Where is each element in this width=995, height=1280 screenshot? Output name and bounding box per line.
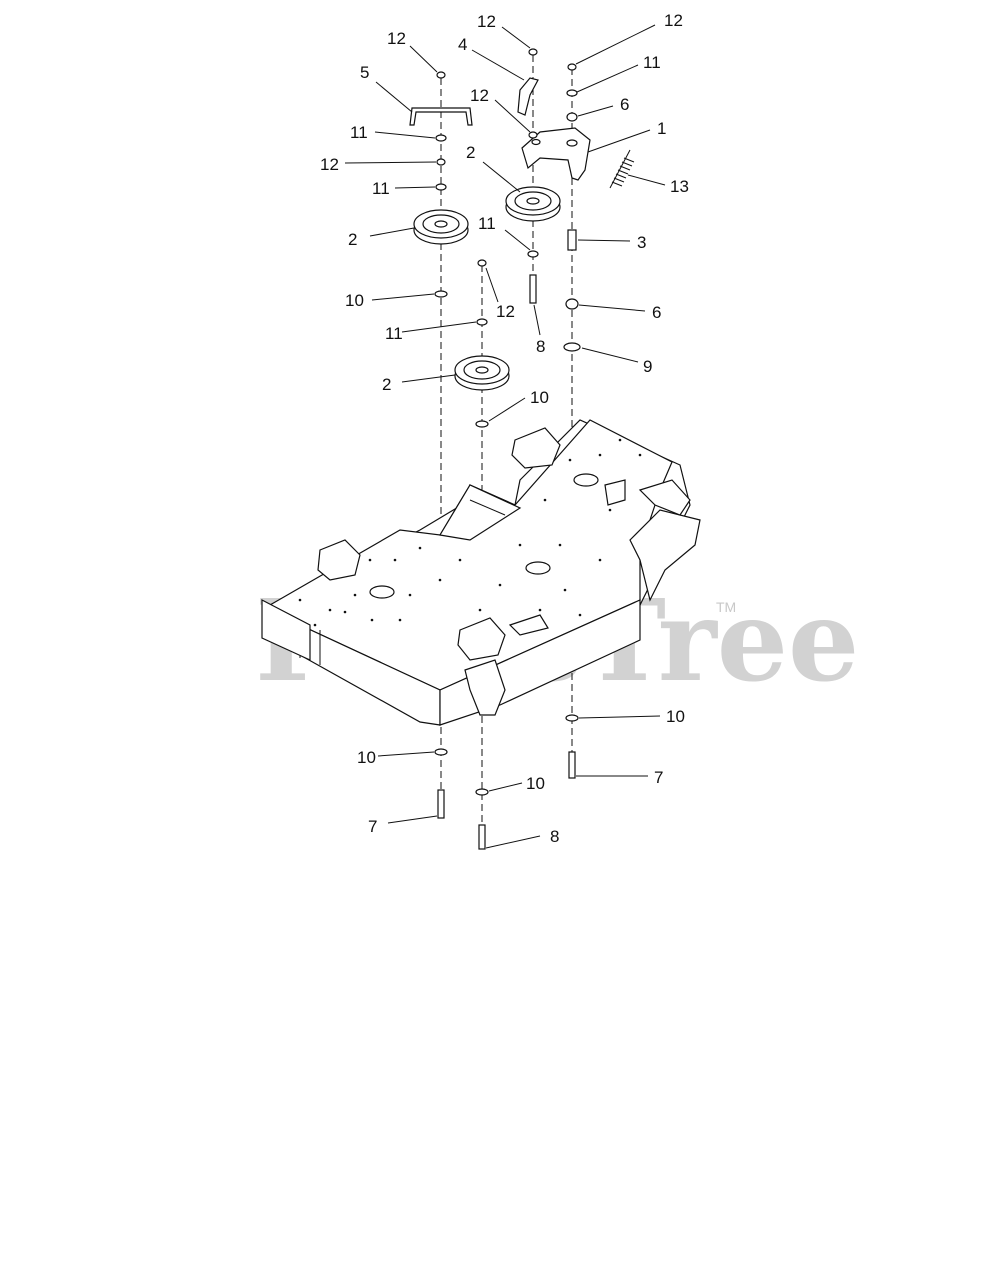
callout-6: 6: [620, 95, 629, 114]
callout-2: 2: [382, 375, 391, 394]
callout-5: 5: [360, 63, 369, 82]
callout-10: 10: [530, 388, 549, 407]
callout-7: 7: [368, 817, 377, 836]
callout-12: 12: [387, 29, 406, 48]
bracket-4: [517, 77, 539, 116]
pulley-left: [413, 209, 469, 245]
belt-guide: [409, 107, 473, 126]
callout-2: 2: [348, 230, 357, 249]
callout-12: 12: [496, 302, 515, 321]
callout-12: 12: [664, 11, 683, 30]
callout-11: 11: [385, 324, 403, 343]
mower-deck: [261, 419, 701, 726]
callout-12: 12: [470, 86, 489, 105]
callout-1: 1: [657, 119, 666, 138]
callout-8: 8: [536, 337, 545, 356]
leader-lines: [344, 24, 666, 849]
callout-11: 11: [643, 53, 661, 72]
callouts: 12 12 12 4 11 5 6 12 1 11 2 12 13 11 11 …: [320, 11, 689, 846]
callout-7: 7: [654, 768, 663, 787]
callout-12: 12: [320, 155, 339, 174]
callout-10: 10: [357, 748, 376, 767]
watermark-trademark: TM: [716, 599, 736, 615]
callout-11: 11: [478, 214, 496, 233]
callout-4: 4: [458, 35, 467, 54]
callout-3: 3: [637, 233, 646, 252]
callout-8: 8: [550, 827, 559, 846]
callout-6: 6: [652, 303, 661, 322]
callout-10: 10: [345, 291, 364, 310]
callout-10: 10: [526, 774, 545, 793]
callout-13: 13: [670, 177, 689, 196]
pulley-center: [454, 355, 510, 391]
callout-9: 9: [643, 357, 652, 376]
spring: [609, 149, 635, 189]
callout-10: 10: [666, 707, 685, 726]
callout-2: 2: [466, 143, 475, 162]
callout-11: 11: [350, 123, 368, 142]
callout-11: 11: [372, 179, 390, 198]
pulley-mid: [505, 186, 561, 222]
hardware: [434, 48, 581, 850]
callout-12: 12: [477, 12, 496, 31]
